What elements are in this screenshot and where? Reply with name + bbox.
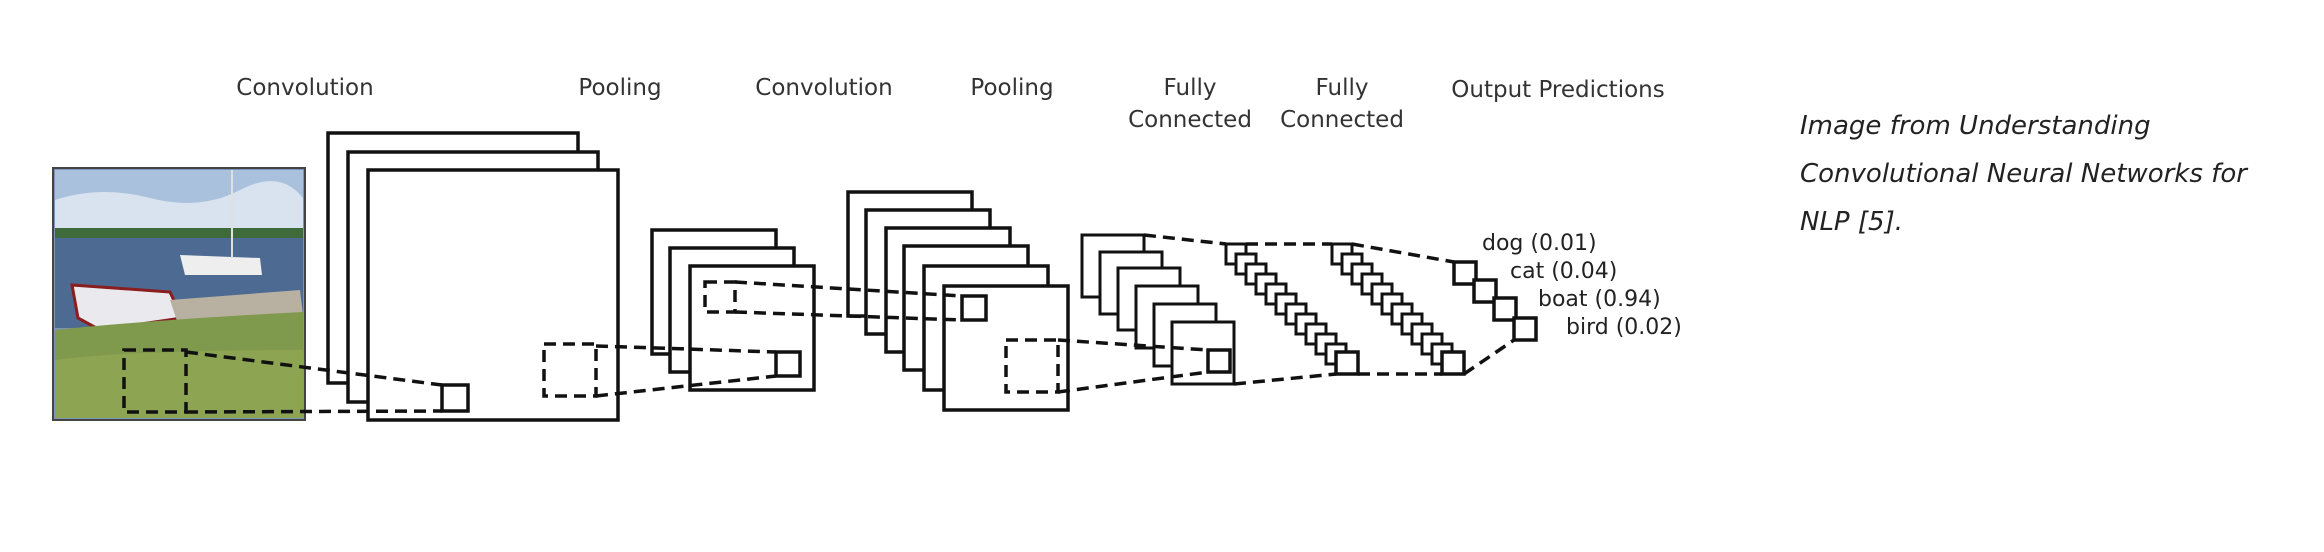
stage-label-pooling-2: Pooling bbox=[970, 75, 1053, 101]
stage-label-convolution-2: Convolution bbox=[755, 75, 892, 101]
pool2-feature-maps bbox=[1080, 233, 1236, 386]
prediction-bird: bird (0.02) bbox=[1566, 315, 1682, 340]
pool1-receptive-field bbox=[703, 280, 737, 314]
prediction-cat: cat (0.04) bbox=[1510, 259, 1617, 284]
input-image bbox=[52, 167, 306, 421]
conv2-feature-maps bbox=[846, 190, 1070, 412]
pool1-unit bbox=[774, 350, 802, 378]
output-unit-bird bbox=[1512, 316, 1538, 342]
output-unit-boat bbox=[1492, 296, 1518, 322]
conv1-kernel-unit bbox=[440, 383, 470, 413]
fully-connected-2 bbox=[1330, 242, 1466, 376]
stage-label-fully-connected-1-line1: Fully bbox=[1164, 75, 1217, 101]
stage-label-fully-connected-2-line1: Fully bbox=[1316, 75, 1369, 101]
fully-connected-1 bbox=[1224, 242, 1360, 376]
stage-label-pooling-1: Pooling bbox=[578, 75, 661, 101]
prediction-boat: boat (0.94) bbox=[1538, 287, 1661, 312]
stage-label-convolution-1: Convolution bbox=[236, 75, 373, 101]
connection-lines bbox=[185, 233, 1515, 414]
pool2-unit bbox=[1206, 348, 1232, 374]
pool1-feature-maps bbox=[650, 228, 816, 392]
image-caption: Image from Understanding Convolutional N… bbox=[1800, 111, 2247, 237]
input-receptive-field bbox=[122, 348, 188, 414]
stage-label-output-predictions: Output Predictions bbox=[1451, 77, 1664, 103]
stage-label-fully-connected-2-line2: Connected bbox=[1280, 107, 1404, 133]
output-units bbox=[1452, 260, 1538, 342]
conv1-feature-maps bbox=[326, 131, 620, 422]
conv1-pool-window bbox=[542, 342, 598, 398]
output-unit-cat bbox=[1472, 278, 1498, 304]
stage-label-fully-connected-1-line2: Connected bbox=[1128, 107, 1252, 133]
conv2-unit bbox=[960, 294, 988, 322]
prediction-dog: dog (0.01) bbox=[1482, 231, 1597, 256]
output-unit-dog bbox=[1452, 260, 1478, 286]
conv2-pool-window bbox=[1004, 338, 1060, 394]
